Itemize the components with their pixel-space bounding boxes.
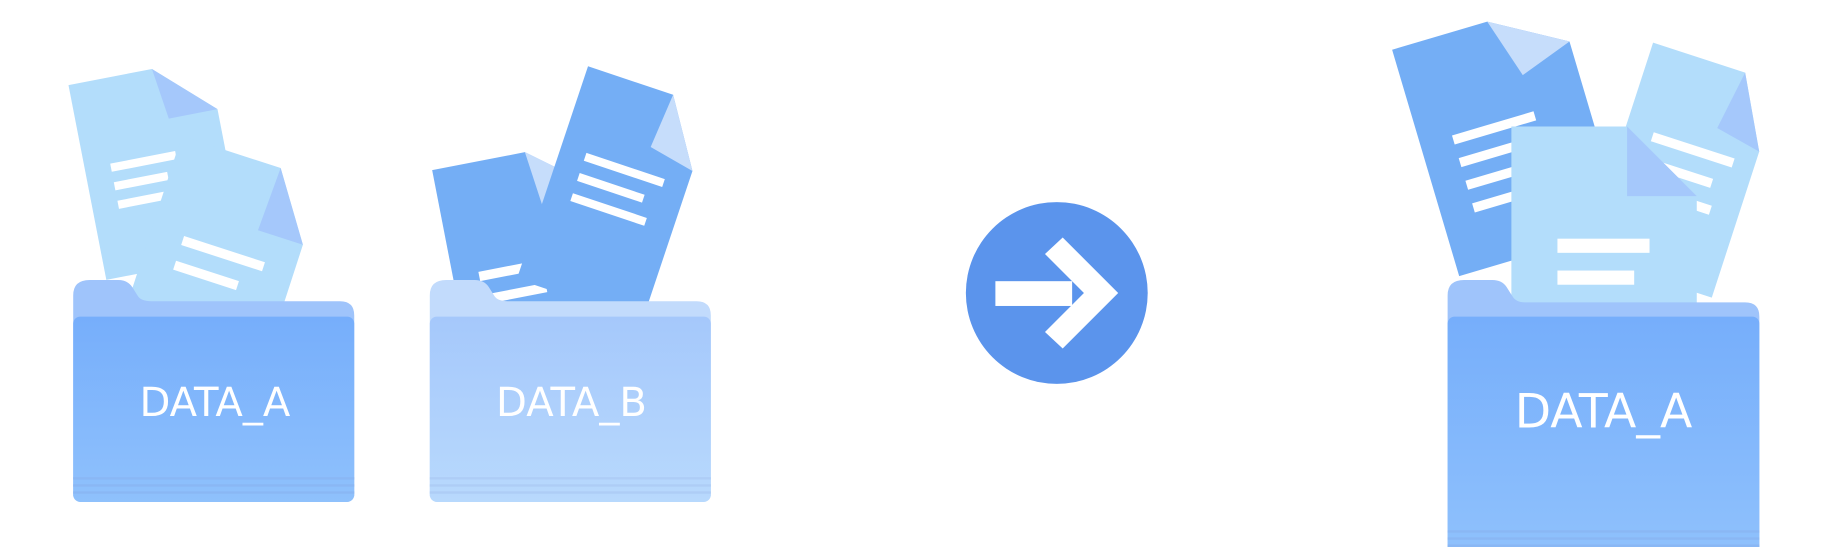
arrow-right-icon (965, 202, 1148, 384)
folder-icon: DATA_A (1447, 279, 1760, 547)
document-icon (516, 66, 693, 321)
folder-result-group: DATA_A (1392, 21, 1760, 547)
document-icon (1511, 126, 1697, 310)
folder-label: DATA_B (496, 380, 647, 426)
folder-data-b-group: DATA_B (429, 66, 711, 502)
folder-data-a-group: DATA_A (68, 68, 355, 502)
folder-label: DATA_A (1515, 385, 1693, 440)
folder-label: DATA_A (139, 380, 290, 426)
folder-icon: DATA_A (73, 279, 355, 502)
folder-icon: DATA_B (429, 279, 711, 502)
